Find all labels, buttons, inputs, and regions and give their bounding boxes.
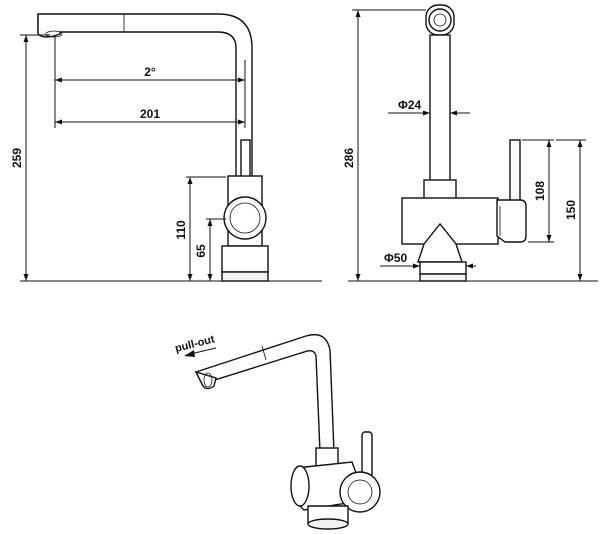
side-arrow-body-top <box>207 219 213 226</box>
front-spout-end-inner <box>433 13 447 27</box>
side-handle-hub-inner <box>229 202 261 234</box>
front-dim-total-height: 286 <box>342 148 356 168</box>
front-arrow-spout-right <box>450 110 457 116</box>
front-view: Φ24 286 108 150 Φ50 <box>342 4 598 282</box>
perspective-pullout-joint <box>261 345 267 361</box>
front-spout-tube <box>429 34 451 186</box>
front-arrow-lever-bottom <box>546 235 552 242</box>
front-base-ring <box>419 273 467 282</box>
side-spout <box>37 13 253 179</box>
front-dim-lever-height: 108 <box>533 181 547 201</box>
side-dim-reach: 201 <box>140 107 160 121</box>
front-arrow-base-left <box>413 263 420 269</box>
side-view: 2° 201 259 110 65 <box>10 13 322 282</box>
side-arrow-body-bottom <box>207 274 213 281</box>
front-arrow-handle-top <box>577 140 583 147</box>
front-spout-end <box>428 8 452 32</box>
side-arrow-angle-left <box>55 77 62 83</box>
perspective-handle-hub-inner <box>347 479 373 505</box>
front-base <box>419 261 467 275</box>
perspective-nozzle-tip <box>203 372 213 388</box>
side-dim-total-height: 259 <box>10 148 24 168</box>
side-nozzle-tip <box>45 30 63 38</box>
side-arrow-lever-top <box>187 177 193 184</box>
front-arrow-height-bottom <box>355 274 361 281</box>
pull-out-arrow-head <box>184 350 195 357</box>
front-arrow-handle-bottom <box>577 274 583 281</box>
front-arrow-base-right <box>466 263 473 269</box>
pull-out-label: pull-out <box>174 333 216 354</box>
side-dim-angle: 2° <box>144 65 156 79</box>
side-arrow-height-top <box>23 35 29 42</box>
side-base <box>221 245 269 273</box>
side-arrow-angle-right <box>238 77 245 83</box>
perspective-handle-hub <box>339 471 381 513</box>
front-dim-spout-diameter: Φ24 <box>398 98 422 112</box>
side-arrow-lever-bottom <box>187 274 193 281</box>
side-dim-body-height: 65 <box>194 244 208 258</box>
side-base-ring <box>221 271 269 282</box>
side-arrow-height-bottom <box>23 274 29 281</box>
perspective-body-end <box>290 465 310 507</box>
front-lever <box>509 139 521 205</box>
perspective-base-ring <box>307 518 349 530</box>
front-dim-base-diameter: Φ50 <box>384 251 408 265</box>
front-arrow-spout-left <box>423 110 430 116</box>
front-body-underside <box>417 222 463 263</box>
perspective-view: pull-out <box>174 333 381 530</box>
side-dim-lever-height: 110 <box>174 220 188 240</box>
front-arrow-lever-top <box>546 140 552 147</box>
front-arrow-height-top <box>355 10 361 17</box>
perspective-spout-arm <box>195 333 335 453</box>
front-handle-cap <box>496 199 527 243</box>
side-arrow-reach-right <box>238 119 245 125</box>
front-collar <box>423 179 457 201</box>
side-arrow-reach-left <box>55 119 62 125</box>
front-dim-handle-height: 150 <box>564 200 578 220</box>
